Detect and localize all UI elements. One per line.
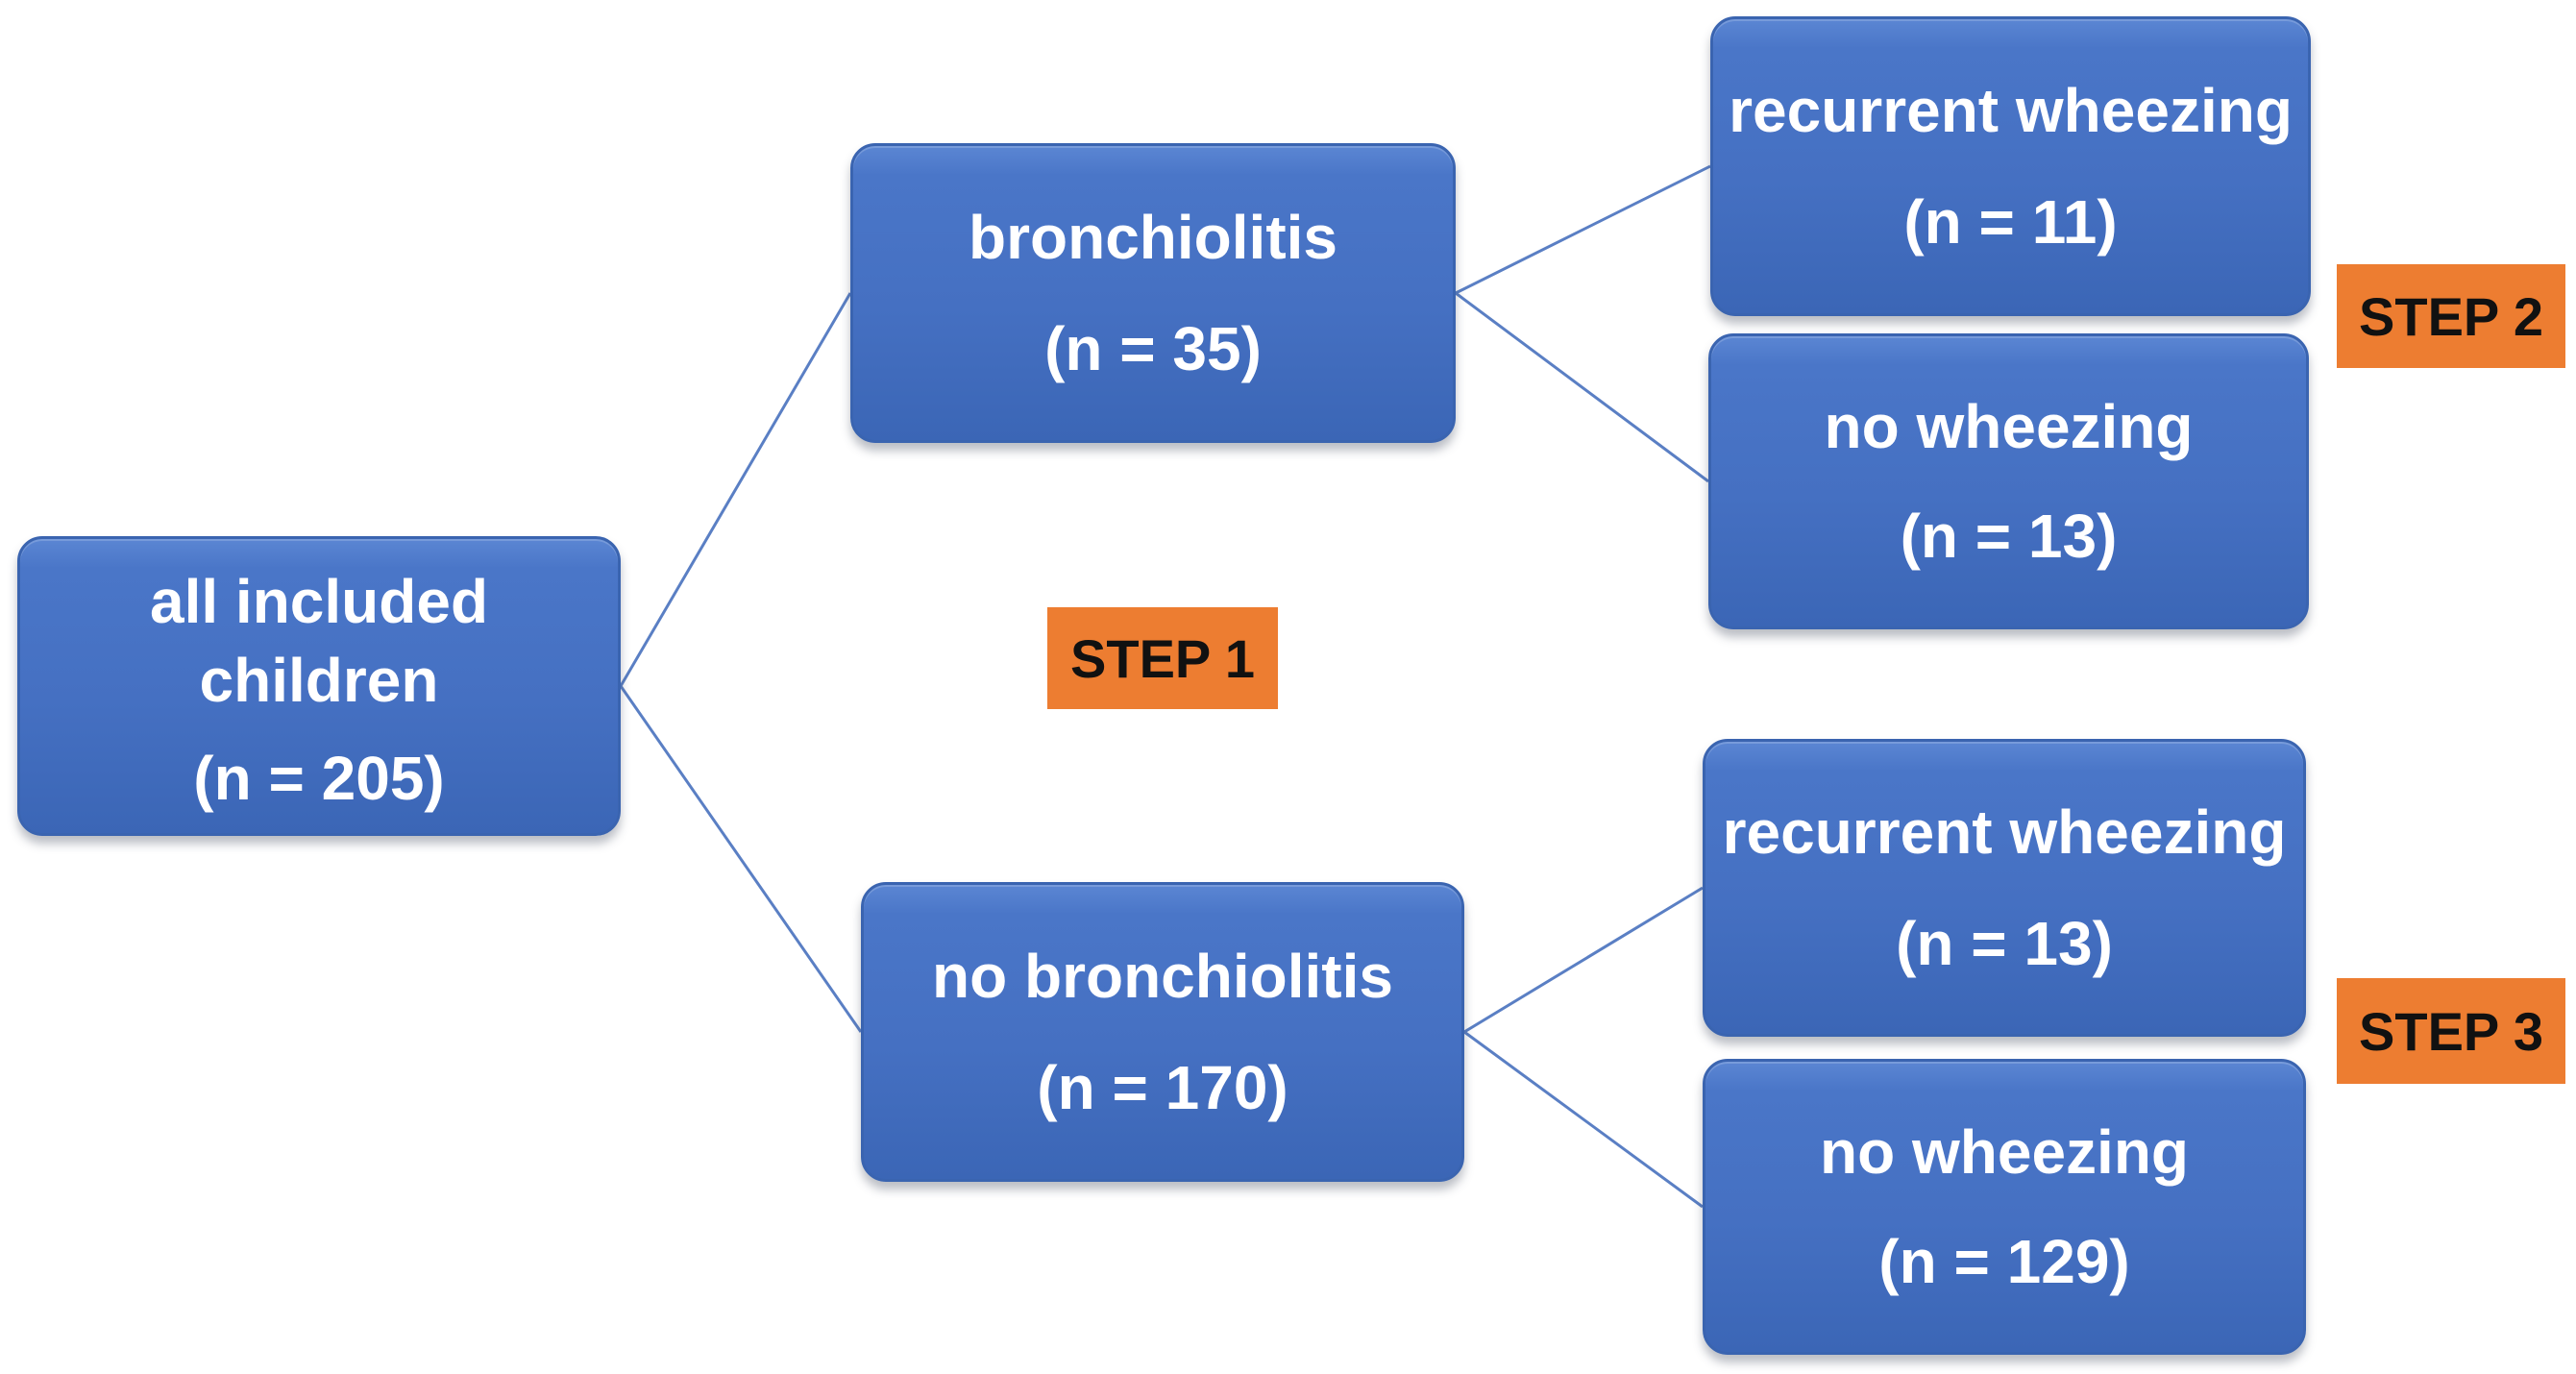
node-bronchiolitis-recurrent-wheezing: recurrent wheezing (n = 11) [1710,16,2311,316]
node-label: recurrent wheezing [1722,797,2287,867]
node-count: (n = 129) [1878,1227,2130,1296]
node-bronchiolitis-no-wheezing: no wheezing (n = 13) [1708,333,2309,629]
node-no-bronchiolitis: no bronchiolitis (n = 170) [861,882,1464,1182]
connector-root-to-no-bronchiolitis [619,685,863,1033]
connector-bronchiolitis-to-no-wheezing [1455,291,1709,483]
connector-bronchiolitis-to-recurrent [1455,164,1711,295]
node-bronchiolitis: bronchiolitis (n = 35) [850,143,1456,443]
step-1-badge: STEP 1 [1047,607,1278,709]
node-no-bronchiolitis-recurrent-wheezing: recurrent wheezing (n = 13) [1703,739,2306,1037]
node-all-included-children: all included children (n = 205) [17,536,621,836]
node-label: recurrent wheezing [1729,76,2293,145]
node-label: no wheezing [1820,1117,2189,1187]
node-label: no bronchiolitis [932,942,1393,1011]
node-count: (n = 170) [1037,1053,1288,1122]
step-3-badge: STEP 3 [2337,978,2565,1084]
node-count: (n = 205) [193,743,445,813]
node-count: (n = 13) [1900,502,2118,571]
node-count: (n = 11) [1903,187,2118,257]
connector-no-bronchiolitis-to-no-wheezing [1463,1030,1704,1209]
node-label: bronchiolitis [969,203,1337,272]
connector-root-to-bronchiolitis [619,292,852,687]
connector-no-bronchiolitis-to-recurrent [1463,886,1704,1034]
node-count: (n = 13) [1896,909,2113,978]
step-2-badge: STEP 2 [2337,264,2565,368]
node-count: (n = 35) [1044,314,1262,383]
node-label: no wheezing [1824,392,2194,461]
node-label: all included children [149,567,489,715]
node-no-bronchiolitis-no-wheezing: no wheezing (n = 129) [1703,1059,2306,1355]
